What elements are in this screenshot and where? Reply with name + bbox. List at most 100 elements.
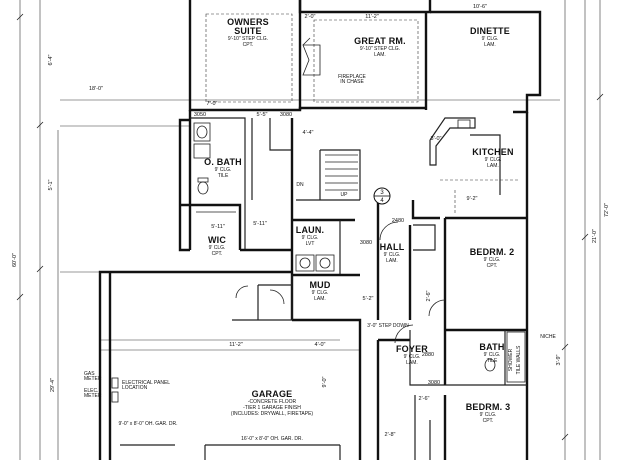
dim-12: 3080 [360,240,372,246]
owners-suite-sub-2: CPT. [243,42,254,48]
laun-label: LAUN. [296,225,325,235]
o-bath-label: O. BATH [204,157,242,167]
wic-sub-2: CPT. [212,251,223,257]
dim-30: 2'-6" [426,290,432,301]
garage-sub-2: -TIER 1 GARAGE FINISH [243,405,301,411]
dim-5: 7'-0" [207,101,218,107]
dim-11: 2480 [392,218,404,224]
dimension-lines [16,0,604,460]
dim-17: 5'-11" [211,224,225,230]
dim-29: 6'-4" [48,54,54,65]
dinette-label: DINETTE [470,26,510,36]
dim-22: 18'-0" [89,86,103,92]
dim-26: 72'-0" [604,203,610,217]
electrical-note: ELECTRICAL PANEL [122,380,170,386]
foyer-sub-2: LAM. [406,360,418,366]
dimension-text: 10'-6" 2'-0" 11'-2" 3'-0" 7'-0" 5'-5" 4'… [12,4,610,438]
section-marker-sub: 4 [380,198,384,204]
garage-label: GARAGE [252,389,293,399]
kitchen-sub-1: 9' CLG. [485,157,502,163]
garage-door-left: 9'-0" x 8'-0" OH. GAR. DR. [118,421,177,427]
dim-1: 10'-6" [473,4,487,10]
fixtures [111,37,526,403]
mud-sub-1: 9' CLG. [312,290,329,296]
dim-24: 60'-0" [12,253,18,267]
dim-2: 2'-0" [305,14,316,20]
dim-15: 9'-2" [467,196,478,202]
owners-suite-label-1: OWNERS [227,17,269,27]
fireplace-note-2: IN CHASE [340,79,364,85]
gas-note: GAS [84,371,95,377]
bedrm2-label: BEDRM. 2 [470,247,515,257]
bath-label: BATH [479,342,504,352]
dim-28: 5'-1" [48,179,54,190]
section-marker: 3 4 [373,187,391,205]
bedrm3-sub-2: CPT. [483,418,494,424]
electrical-note-2: LOCATION [122,385,148,391]
bath-sub-2: TILE [487,358,498,364]
room-labels: OWNERS SUITE 9'-10" STEP CLG. CPT. GREAT… [204,17,514,424]
garage-sub-1: -CONCRETE FLOOR [248,399,297,405]
kitchen-label: KITCHEN [472,147,513,157]
hall-label: HALL [380,242,405,252]
dim-13: 5'-2" [363,296,374,302]
dim-25: 29'-4" [50,378,56,392]
plan-notes: FIREPLACE IN CHASE ELECTRICAL PANEL LOCA… [84,74,556,442]
bedrm2-sub-1: 9' CLG. [484,257,501,263]
ceiling-lines [205,13,520,215]
dim-7: 4'-4" [303,130,314,136]
laun-sub-1: 9' CLG. [302,235,319,241]
foyer-sub-1: 9' CLG. [404,354,421,360]
meter-note-2: METER [84,393,102,399]
section-marker-num: 3 [380,190,384,196]
foyer-label: FOYER [396,344,428,354]
dim-10: 5'-11" [253,221,267,227]
bedrm3-sub-1: 9' CLG. [480,412,497,418]
niche-note: NICHE [540,334,556,340]
garage-door-right: 16'-0" x 8'-0" OH. GAR. DR. [241,436,303,442]
bedrm2-sub-2: CPT. [487,263,498,269]
owners-suite-label-2: SUITE [234,26,262,36]
dim-14: 11'-2" [229,342,243,348]
hall-sub-2: LAM. [386,258,398,264]
dim-4: 3'-0" [431,136,442,142]
elec-note: ELEC. [84,388,98,394]
dim-8: 3050 [194,112,206,118]
hall-sub-1: 9' CLG. [384,252,401,258]
stair-dn-note: DN [296,182,304,188]
wic-sub-1: 9' CLG. [209,245,226,251]
kitchen-sub-2: LAM. [487,163,499,169]
laun-sub-2: LVT [306,241,315,247]
dim-16: 4'-0" [315,342,326,348]
dim-27: 21'-0" [592,229,598,243]
great-rm-sub-1: 9'-10" STEP CLG. [360,46,400,52]
walls [98,0,542,460]
wic-label: WIC [208,235,226,245]
shower-note: SHOWER [508,348,514,371]
fireplace-note: FIREPLACE [338,74,366,80]
bedrm3-label: BEDRM. 3 [466,402,511,412]
step-down-note: 3'-0" STEP DOWN [367,323,409,329]
dinette-sub-1: 9' CLG. [482,36,499,42]
tile-walls-note: TILE WALLS [516,345,522,374]
dim-18: 2880 [422,352,434,358]
great-rm-label: GREAT RM. [354,36,406,46]
dim-6: 5'-5" [257,112,268,118]
dinette-sub-2: LAM. [484,42,496,48]
stair-up-note: UP [341,192,349,198]
mud-sub-2: LAM. [314,296,326,302]
dim-9: 3080 [280,112,292,118]
dim-3: 11'-2" [365,14,379,20]
great-rm-sub-2: LAM. [374,52,386,58]
mud-label: MUD [309,280,330,290]
o-bath-sub-2: TILE [218,173,229,179]
o-bath-sub-1: 9' CLG. [215,167,232,173]
bath-sub-1: 9' CLG. [484,352,501,358]
dim-19: 3080 [428,380,440,386]
meter-note: METER [84,376,102,382]
dim-23: 9'-0" [322,376,328,387]
dim-20: 2'-6" [419,396,430,402]
garage-sub-3: (INCLUDES: DRYWALL, FIRETAPE) [231,411,313,417]
